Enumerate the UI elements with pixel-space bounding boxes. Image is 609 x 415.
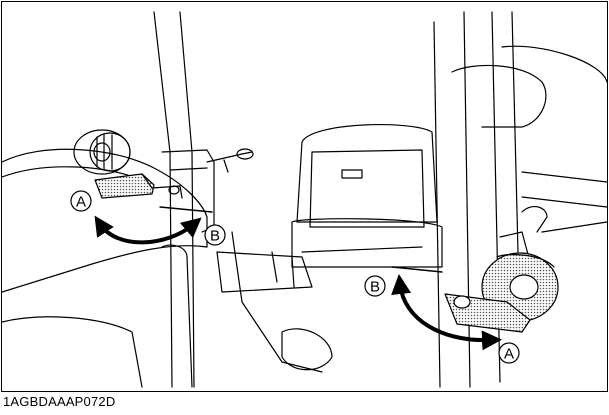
callout-b-right: B xyxy=(364,275,386,297)
callout-a-right-label: A xyxy=(504,346,514,363)
tractor-mirror-illustration: A B B A xyxy=(2,11,607,388)
steering-area xyxy=(451,64,547,128)
illustration-frame: A B B A xyxy=(1,1,608,392)
operator-seat xyxy=(296,123,438,223)
left-fender xyxy=(2,148,208,293)
left-bracket xyxy=(94,173,155,199)
right-rotation-arrow xyxy=(391,274,502,351)
figure-caption: 1AGBDAAAP072D xyxy=(3,394,116,409)
callout-b-left-label: B xyxy=(210,228,220,245)
left-rops-post xyxy=(153,11,173,388)
callout-a-right: A xyxy=(498,342,520,364)
left-rotation-arrow xyxy=(94,215,202,245)
callout-a-left: A xyxy=(70,190,92,212)
left-knob-bolt xyxy=(206,151,253,163)
left-reel xyxy=(73,129,131,175)
callout-a-left-label: A xyxy=(76,194,86,211)
callout-b-right-label: B xyxy=(370,279,380,296)
lower-machinery xyxy=(161,244,193,388)
callout-b-left: B xyxy=(204,224,226,246)
